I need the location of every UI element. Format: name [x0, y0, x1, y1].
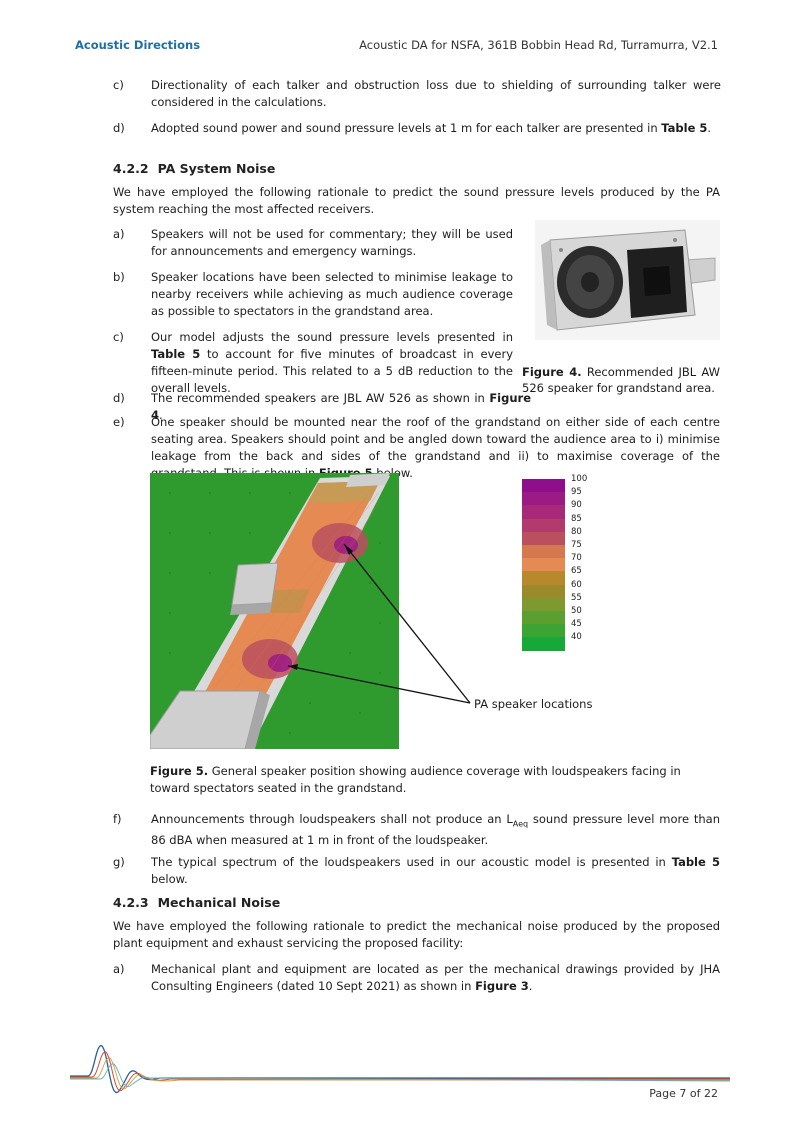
legend-swatch	[522, 597, 565, 611]
item-text: Adopted sound power and sound pressure l…	[151, 121, 712, 135]
legend-swatch	[522, 479, 565, 493]
legend-swatch	[522, 558, 565, 572]
legend-level-label: 40	[571, 632, 582, 643]
figure-reference-link[interactable]: Figure 3	[475, 979, 529, 993]
item-label: c)	[113, 330, 124, 344]
legend-swatch	[522, 571, 565, 585]
item-label: g)	[113, 855, 125, 869]
legend-level-label: 70	[571, 553, 582, 564]
section-title: Mechanical Noise	[157, 895, 281, 910]
item-label: b)	[113, 270, 125, 284]
legend-level-label: 50	[571, 606, 582, 616]
item-label: c)	[113, 78, 124, 92]
page-number: Page 7 of 22	[649, 1087, 718, 1100]
legend-swatch	[522, 545, 565, 559]
legend-swatch	[522, 584, 565, 598]
header-brand: Acoustic Directions	[75, 38, 201, 52]
legend-swatch	[522, 518, 565, 532]
item-text: The typical spectrum of the loudspeakers…	[151, 855, 720, 886]
legend-swatch	[522, 637, 565, 651]
speaker-photo	[535, 220, 720, 340]
legend-level-label: 100	[571, 474, 588, 484]
section-intro: We have employed the following rationale…	[113, 185, 720, 216]
section-intro: We have employed the following rationale…	[113, 919, 720, 950]
legend-level-label: 55	[571, 592, 582, 603]
item-text: Speakers will not be used for commentary…	[151, 227, 513, 258]
noise-map-figure	[150, 473, 399, 749]
legend-swatch	[522, 492, 565, 506]
speaker-location-callout: PA speaker locations	[474, 697, 593, 711]
item-text: Our model adjusts the sound pressure lev…	[151, 330, 513, 395]
section-title: PA System Noise	[157, 161, 276, 176]
table-reference-link[interactable]: Table 5	[151, 347, 201, 361]
table-reference-link[interactable]: Table 5	[661, 121, 708, 135]
section-heading-pa: 4.2.2 PA System Noise	[113, 161, 275, 176]
legend-level-label: 90	[571, 500, 582, 511]
section-number: 4.2.3	[113, 895, 149, 910]
legend-level-label: 85	[571, 513, 582, 524]
figure-reference-link[interactable]: Figure 4	[151, 391, 531, 422]
legend-level-label: 80	[571, 526, 582, 537]
figure-5-caption: Figure 5. General speaker position showi…	[150, 764, 681, 795]
item-label: f)	[113, 812, 122, 826]
item-text: Directionality of each talker and obstru…	[151, 78, 721, 109]
item-label: d)	[113, 391, 125, 405]
item-label: e)	[113, 415, 125, 429]
legend-level-label: 75	[571, 540, 582, 550]
item-text: Speaker locations have been selected to …	[151, 270, 513, 318]
legend-level-label: 95	[571, 487, 582, 498]
table-reference-link[interactable]: Table 5	[671, 855, 720, 869]
section-number: 4.2.2	[113, 161, 149, 176]
legend-level-label: 60	[571, 579, 582, 590]
item-label: a)	[113, 962, 125, 976]
item-text: The recommended speakers are JBL AW 526 …	[151, 391, 531, 422]
item-label: d)	[113, 121, 125, 135]
legend-swatch	[522, 611, 565, 625]
item-text: One speaker should be mounted near the r…	[151, 414, 720, 482]
item-text: Mechanical plant and equipment are locat…	[151, 962, 720, 993]
figure-4-caption: Figure 4. Recommended JBL AW 526 speaker…	[522, 365, 720, 395]
item-label: a)	[113, 227, 125, 241]
item-text: Announcements through loudspeakers shall…	[151, 812, 720, 848]
header-title: Acoustic DA for NSFA, 361B Bobbin Head R…	[359, 38, 718, 52]
legend-level-label: 65	[571, 566, 582, 577]
legend-swatch	[522, 531, 565, 545]
legend-swatch	[522, 624, 565, 638]
legend-swatch	[522, 505, 565, 519]
legend-level-label: 45	[571, 619, 582, 630]
section-heading-mechanical: 4.2.3 Mechanical Noise	[113, 895, 280, 910]
footer-wave-logo	[70, 1045, 730, 1093]
